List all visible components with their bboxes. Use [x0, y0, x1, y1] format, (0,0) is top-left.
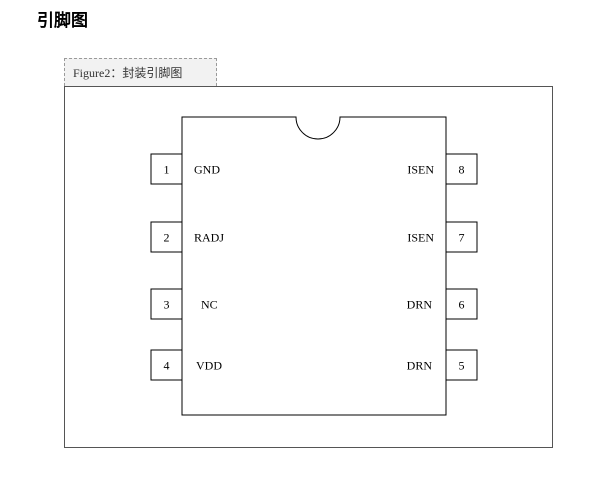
pin-number: 1 [164, 163, 170, 177]
pin-box [445, 153, 478, 185]
pin-box [150, 221, 183, 253]
pin-name: ISEN [407, 163, 434, 177]
pin-name: NC [201, 298, 218, 312]
left-pin-4: 4 VDD [150, 349, 222, 381]
chip-body [181, 116, 447, 416]
pin-box [150, 288, 183, 320]
pin-number: 6 [459, 298, 465, 312]
figure-frame [64, 86, 553, 448]
left-pin-2: 2 RADJ [150, 221, 224, 253]
pin-name: RADJ [194, 231, 224, 245]
pin-number: 2 [164, 231, 170, 245]
pin-number: 7 [459, 231, 465, 245]
pin-box [445, 288, 478, 320]
pin-box [150, 349, 183, 381]
pin-number: 4 [164, 359, 170, 373]
pin-box [150, 153, 183, 185]
pin-number: 8 [459, 163, 465, 177]
right-pin-8: 8 ISEN [407, 153, 478, 185]
left-pin-1: 1 GND [150, 153, 220, 185]
pin-name: VDD [196, 359, 222, 373]
pin-name: GND [194, 163, 220, 177]
pin-number: 5 [459, 359, 465, 373]
right-pin-6: 6 DRN [407, 288, 478, 320]
left-pin-3: 3 NC [150, 288, 218, 320]
figure-caption-tab: Figure2：封装引脚图 [64, 58, 217, 86]
pin-box [445, 221, 478, 253]
right-pin-7: 7 ISEN [407, 221, 478, 253]
pin-box [445, 349, 478, 381]
pin-number: 3 [164, 298, 170, 312]
figure-caption: Figure2：封装引脚图 [73, 66, 183, 80]
right-pin-5: 5 DRN [407, 349, 478, 381]
pin-name: DRN [407, 359, 433, 373]
pin-name: ISEN [407, 231, 434, 245]
pin-name: DRN [407, 298, 433, 312]
section-title: 引脚图 [37, 11, 88, 31]
